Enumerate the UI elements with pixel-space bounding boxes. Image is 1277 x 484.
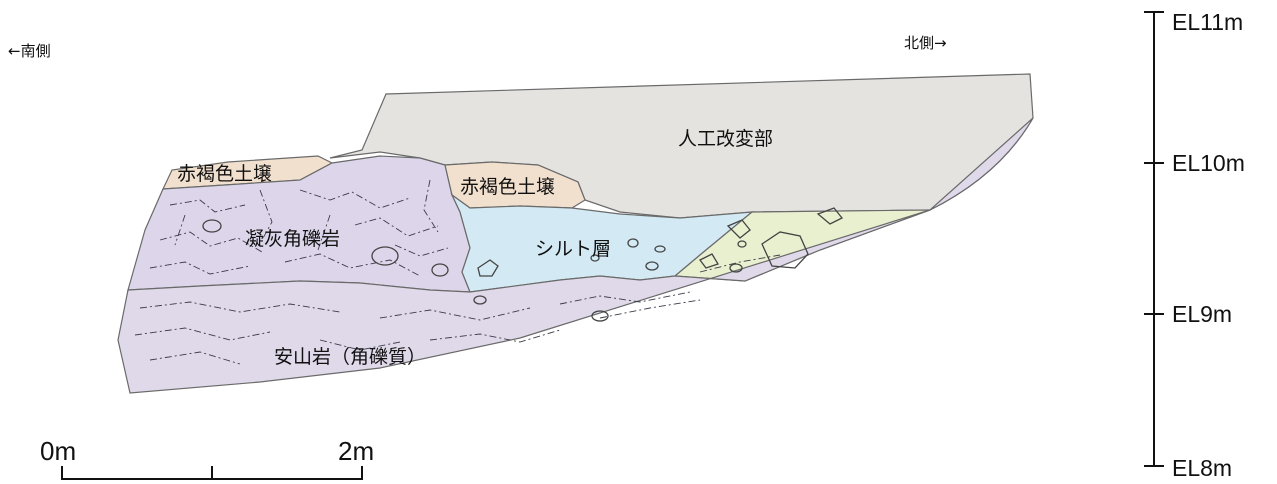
- north-direction-label: 北側→: [904, 34, 947, 52]
- silt-layer-label: シルト層: [535, 238, 611, 260]
- elevation-tick-label-10m: EL10m: [1172, 150, 1245, 176]
- andesite-layer: [117, 117, 1034, 394]
- distance-scale-bar: 0m 2m: [40, 436, 374, 480]
- elevation-tick-label-11m: EL11m: [1172, 9, 1243, 35]
- south-direction-label: ←南側: [8, 42, 51, 60]
- artificial-layer-label: 人工改変部: [678, 128, 773, 150]
- red-soil-left-label: 赤褐色土壌: [177, 163, 272, 185]
- tuff-breccia-texture: [149, 179, 449, 277]
- elevation-scale: EL11m EL10m EL9m EL8m: [1144, 9, 1245, 481]
- andesite-label: 安山岩（角礫質）: [274, 346, 426, 368]
- distance-scale-start-label: 0m: [40, 436, 76, 466]
- distance-scale-end-label: 2m: [338, 436, 374, 466]
- andesite-texture: [134, 254, 781, 365]
- tuff-breccia-label: 凝灰角礫岩: [245, 228, 340, 250]
- elevation-tick-label-8m: EL8m: [1172, 455, 1232, 481]
- silt-pebbles: [477, 238, 666, 277]
- red-soil-right-label: 赤褐色土壌: [460, 176, 555, 198]
- elevation-tick-label-9m: EL9m: [1172, 301, 1232, 327]
- gravel-pebbles: [699, 207, 844, 273]
